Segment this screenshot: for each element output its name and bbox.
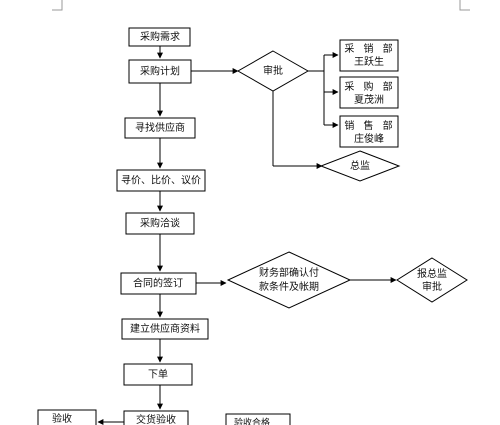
node-supervisor-label: 总监 — [350, 159, 370, 172]
node-inspection-pass-partial: 验收合格 — [225, 413, 291, 425]
node-finance-label-line1: 财务部确认付 — [259, 266, 319, 279]
node-dept-xiaoshou-name: 销 售 部 — [344, 119, 395, 132]
node-negotiation-label: 采购洽谈 — [140, 217, 180, 230]
node-price-inquiry-label: 寻价、比价、议价 — [121, 175, 201, 187]
node-dept-xiaoshou-person: 庄俊峰 — [354, 132, 384, 145]
node-dept-caixiao-person: 王跃生 — [354, 55, 384, 68]
node-finance-diamond: 财务部确认付 款条件及帐期 — [226, 251, 352, 309]
node-find-supplier: 寻找供应商 — [124, 117, 196, 139]
node-delivery-inspection: 交货验收 — [123, 410, 189, 425]
node-place-order-label: 下单 — [148, 369, 168, 381]
corner-mark-top-right — [459, 0, 470, 11]
node-inspection-partial: 验收 — [37, 409, 97, 425]
node-purchase-demand: 采购需求 — [128, 27, 191, 47]
node-place-order: 下单 — [123, 363, 193, 386]
node-supplier-info-label: 建立供应商资料 — [130, 322, 200, 335]
node-report-label-line2: 审批 — [422, 280, 442, 293]
node-dept-caigou: 采 购 部 夏茂洲 — [339, 76, 399, 109]
node-inspection-pass-partial-label: 验收合格 — [234, 417, 270, 425]
node-supervisor-diamond: 总监 — [319, 150, 401, 182]
node-dept-caigou-person: 夏茂洲 — [354, 93, 384, 106]
node-purchase-plan-label: 采购计划 — [140, 65, 180, 78]
node-contract-signing-label: 合同的签订 — [133, 277, 183, 290]
node-purchase-plan: 采购计划 — [128, 59, 192, 84]
node-dept-caigou-name: 采 购 部 — [344, 80, 395, 93]
flow-edges — [97, 46, 397, 425]
corner-mark-top-left — [52, 0, 63, 11]
node-inspection-partial-label: 验收 — [52, 412, 72, 425]
node-purchase-demand-label: 采购需求 — [140, 30, 180, 43]
node-delivery-inspection-label: 交货验收 — [136, 413, 176, 425]
node-dept-xiaoshou: 销 售 部 庄俊峰 — [339, 115, 399, 148]
node-dept-caixiao: 采 销 部 王跃生 — [339, 39, 399, 72]
node-price-inquiry: 寻价、比价、议价 — [116, 169, 206, 192]
node-find-supplier-label: 寻找供应商 — [135, 121, 185, 134]
node-approval-label: 审批 — [263, 64, 283, 77]
node-report-label-line1: 报总监 — [417, 267, 447, 280]
page-corner-marks — [52, 0, 470, 11]
node-contract-signing: 合同的签订 — [120, 272, 197, 295]
node-approval-diamond: 审批 — [236, 50, 310, 92]
node-supplier-info: 建立供应商资料 — [121, 318, 209, 340]
node-finance-label-line2: 款条件及帐期 — [259, 280, 319, 293]
node-negotiation: 采购洽谈 — [125, 212, 195, 235]
node-dept-caixiao-name: 采 销 部 — [344, 42, 395, 55]
node-report-diamond: 报总监 审批 — [396, 257, 468, 303]
